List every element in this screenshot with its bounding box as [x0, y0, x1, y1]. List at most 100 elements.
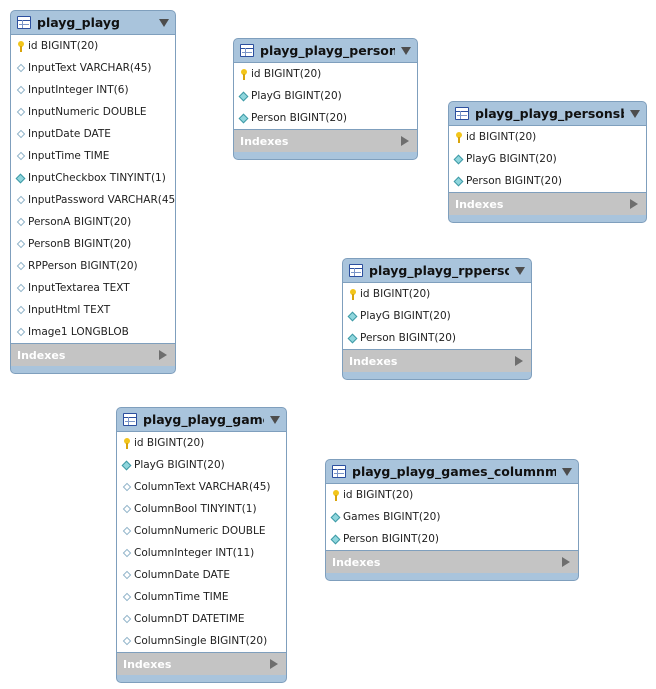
column-row[interactable]: InputCheckbox TINYINT(1)	[11, 167, 175, 189]
indexes-bar[interactable]: Indexes	[326, 551, 578, 573]
column-label: InputTextarea TEXT	[28, 282, 130, 294]
column-row[interactable]: id BIGINT(20)	[234, 63, 417, 85]
column-label: ColumnBool TINYINT(1)	[134, 503, 257, 515]
column-label: InputTime TIME	[28, 150, 110, 162]
expand-arrow-icon[interactable]	[159, 350, 167, 360]
foreign-key-icon	[453, 176, 464, 187]
column-row[interactable]: Person BIGINT(20)	[234, 107, 417, 129]
column-row[interactable]: PersonB BIGINT(20)	[11, 233, 175, 255]
table-playg-playg[interactable]: playg_playg id BIGINT(20) InputText VARC…	[10, 10, 176, 374]
collapse-arrow-icon[interactable]	[401, 46, 411, 55]
column-row[interactable]: InputDate DATE	[11, 123, 175, 145]
primary-key-icon	[239, 68, 248, 80]
column-label: InputCheckbox TINYINT(1)	[28, 172, 166, 184]
column-label: Image1 LONGBLOB	[28, 326, 129, 338]
column-row[interactable]: InputInteger INT(6)	[11, 79, 175, 101]
column-row[interactable]: Person BIGINT(20)	[343, 327, 531, 349]
column-row[interactable]: Image1 LONGBLOB	[11, 321, 175, 343]
column-row[interactable]: PlayG BIGINT(20)	[343, 305, 531, 327]
column-row[interactable]: InputTime TIME	[11, 145, 175, 167]
column-row[interactable]: id BIGINT(20)	[326, 484, 578, 506]
indexes-bar[interactable]: Indexes	[449, 193, 646, 215]
expand-arrow-icon[interactable]	[270, 659, 278, 669]
expand-arrow-icon[interactable]	[630, 199, 638, 209]
column-row[interactable]: PersonA BIGINT(20)	[11, 211, 175, 233]
table-bottom-edge	[343, 372, 531, 379]
column-icon	[122, 504, 131, 515]
table-header[interactable]: playg_playg_rppersons	[343, 259, 531, 282]
column-label: RPPerson BIGINT(20)	[28, 260, 138, 272]
column-icon	[16, 85, 25, 96]
column-row[interactable]: PlayG BIGINT(20)	[117, 454, 286, 476]
table-bottom-edge	[234, 152, 417, 159]
table-header[interactable]: playg_playg_personsb	[449, 102, 646, 125]
column-label: ColumnNumeric DOUBLE	[134, 525, 266, 537]
column-label: PersonB BIGINT(20)	[28, 238, 132, 250]
table-icon	[349, 264, 363, 277]
column-row[interactable]: InputTextarea TEXT	[11, 277, 175, 299]
column-label: PlayG BIGINT(20)	[134, 459, 225, 471]
column-row[interactable]: ColumnNumeric DOUBLE	[117, 520, 286, 542]
column-icon	[16, 195, 25, 206]
column-row[interactable]: ColumnDT DATETIME	[117, 608, 286, 630]
column-row[interactable]: ColumnTime TIME	[117, 586, 286, 608]
column-label: ColumnDate DATE	[134, 569, 230, 581]
column-icon	[16, 151, 25, 162]
table-playg-playg-personsa[interactable]: playg_playg_personsa id BIGINT(20) PlayG…	[233, 38, 418, 160]
column-row[interactable]: Games BIGINT(20)	[326, 506, 578, 528]
column-label: Person BIGINT(20)	[251, 112, 347, 124]
table-playg-playg-games[interactable]: playg_playg_games id BIGINT(20) PlayG BI…	[116, 407, 287, 683]
table-title: playg_playg	[37, 15, 121, 30]
collapse-arrow-icon[interactable]	[630, 109, 640, 118]
table-bottom-edge	[11, 366, 175, 373]
table-header[interactable]: playg_playg_games	[117, 408, 286, 431]
column-row[interactable]: Person BIGINT(20)	[326, 528, 578, 550]
column-row[interactable]: ColumnSingle BIGINT(20)	[117, 630, 286, 652]
table-header[interactable]: playg_playg	[11, 11, 175, 34]
column-row[interactable]: id BIGINT(20)	[117, 432, 286, 454]
column-row[interactable]: PlayG BIGINT(20)	[449, 148, 646, 170]
column-row[interactable]: ColumnBool TINYINT(1)	[117, 498, 286, 520]
column-list: id BIGINT(20) InputText VARCHAR(45) Inpu…	[11, 34, 175, 344]
column-row[interactable]: ColumnInteger INT(11)	[117, 542, 286, 564]
expand-arrow-icon[interactable]	[515, 356, 523, 366]
column-row[interactable]: InputHtml TEXT	[11, 299, 175, 321]
column-row[interactable]: id BIGINT(20)	[449, 126, 646, 148]
table-header[interactable]: playg_playg_personsa	[234, 39, 417, 62]
collapse-arrow-icon[interactable]	[270, 415, 280, 424]
column-row[interactable]: InputPassword VARCHAR(45)	[11, 189, 175, 211]
table-playg-playg-games-columnmulti[interactable]: playg_playg_games_columnmulti id BIGINT(…	[325, 459, 579, 581]
column-label: ColumnText VARCHAR(45)	[134, 481, 271, 493]
expand-arrow-icon[interactable]	[401, 136, 409, 146]
foreign-key-icon	[15, 173, 26, 184]
column-row[interactable]: ColumnText VARCHAR(45)	[117, 476, 286, 498]
column-label: id BIGINT(20)	[251, 68, 322, 80]
indexes-bar[interactable]: Indexes	[343, 350, 531, 372]
table-bottom-edge	[326, 573, 578, 580]
column-row[interactable]: Person BIGINT(20)	[449, 170, 646, 192]
column-row[interactable]: InputText VARCHAR(45)	[11, 57, 175, 79]
collapse-arrow-icon[interactable]	[562, 467, 572, 476]
indexes-label: Indexes	[349, 354, 398, 368]
column-label: InputPassword VARCHAR(45)	[28, 194, 175, 206]
indexes-bar[interactable]: Indexes	[11, 344, 175, 366]
collapse-arrow-icon[interactable]	[515, 266, 525, 275]
primary-key-icon	[122, 437, 131, 449]
table-header[interactable]: playg_playg_games_columnmulti	[326, 460, 578, 483]
primary-key-icon	[454, 131, 463, 143]
indexes-bar[interactable]: Indexes	[117, 653, 286, 675]
column-label: ColumnInteger INT(11)	[134, 547, 255, 559]
expand-arrow-icon[interactable]	[562, 557, 570, 567]
column-label: ColumnTime TIME	[134, 591, 229, 603]
table-playg-playg-personsb[interactable]: playg_playg_personsb id BIGINT(20) PlayG…	[448, 101, 647, 223]
column-row[interactable]: InputNumeric DOUBLE	[11, 101, 175, 123]
collapse-arrow-icon[interactable]	[159, 18, 169, 27]
indexes-bar[interactable]: Indexes	[234, 130, 417, 152]
column-row[interactable]: id BIGINT(20)	[11, 35, 175, 57]
column-row[interactable]: id BIGINT(20)	[343, 283, 531, 305]
table-playg-playg-rppersons[interactable]: playg_playg_rppersons id BIGINT(20) Play…	[342, 258, 532, 380]
column-row[interactable]: ColumnDate DATE	[117, 564, 286, 586]
column-row[interactable]: PlayG BIGINT(20)	[234, 85, 417, 107]
column-row[interactable]: RPPerson BIGINT(20)	[11, 255, 175, 277]
column-icon	[16, 129, 25, 140]
